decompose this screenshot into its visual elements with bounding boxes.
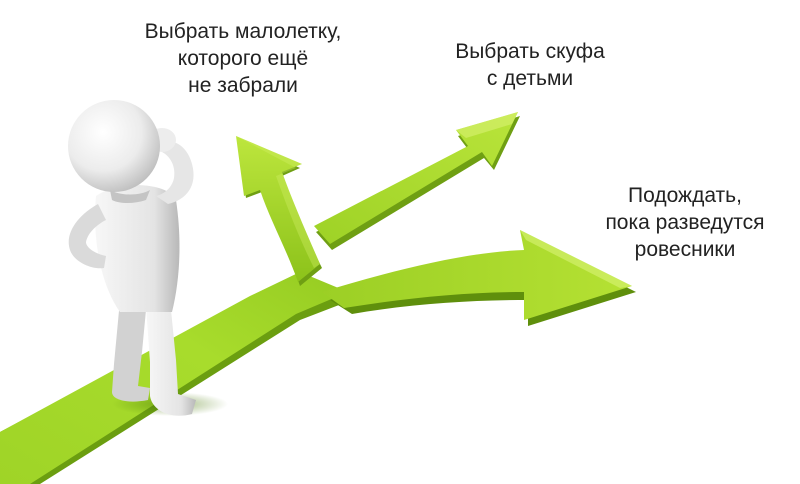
arrow-right-branch	[322, 230, 636, 326]
caption-right-option: Подождать, пока разведутся ровесники	[580, 182, 790, 263]
caption-left-option: Выбрать малолетку, которого ещё не забра…	[118, 18, 368, 99]
caption-left-line-3: не забрали	[188, 74, 298, 97]
caption-right-line-2: пока разведутся	[605, 211, 765, 234]
caption-left-line-2: которого ещё	[177, 47, 309, 70]
caption-right-line-3: ровесники	[634, 238, 736, 261]
caption-top-right-line-1: Выбрать скуфа	[455, 40, 605, 63]
thinking-person-figure	[68, 100, 196, 416]
caption-right-line-1: Подождать,	[628, 184, 742, 207]
arrow-left-branch	[236, 136, 322, 286]
arrow-upper-right-branch	[314, 112, 520, 250]
caption-left-line-1: Выбрать малолетку,	[144, 20, 342, 43]
caption-top-right-line-2: с детьми	[486, 67, 574, 90]
caption-top-right-option: Выбрать скуфа с детьми	[430, 38, 630, 92]
